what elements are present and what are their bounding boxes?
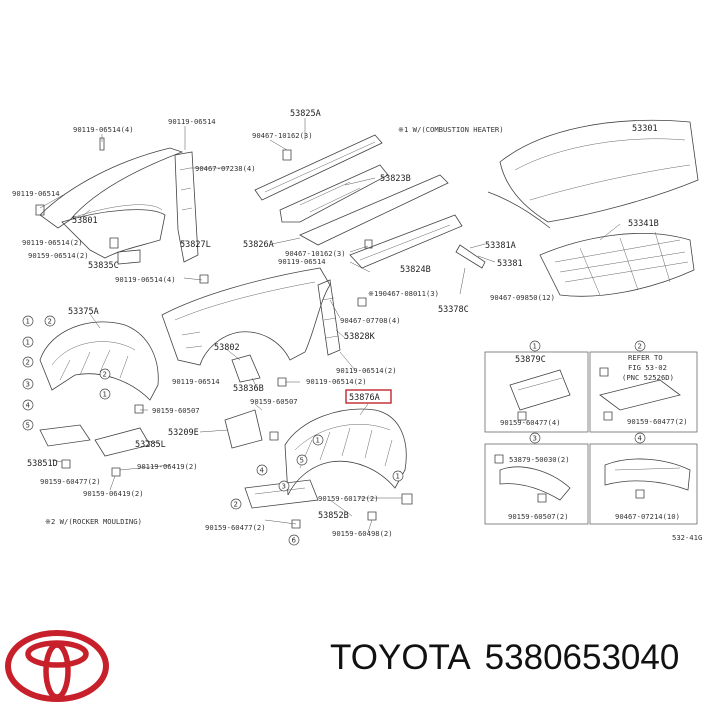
callout-label: 53879-50030(2) bbox=[509, 455, 570, 464]
callout-label: 53828K bbox=[344, 332, 376, 342]
callout-label: 90119-06514 bbox=[172, 377, 220, 386]
callout-label: 53341B bbox=[628, 219, 659, 229]
callout-label: 53375A bbox=[68, 307, 99, 317]
svg-text:5: 5 bbox=[26, 422, 30, 430]
svg-text:6: 6 bbox=[292, 537, 297, 545]
callout-label: 90119-06514(2) bbox=[336, 366, 397, 375]
callout-label: 90119-06514(4) bbox=[73, 125, 134, 134]
right-liner-group bbox=[224, 408, 413, 529]
svg-text:3: 3 bbox=[26, 381, 30, 389]
callout-label: 53824B bbox=[400, 265, 431, 275]
callout-label: 532-41G bbox=[672, 533, 702, 542]
callout-label: 90119-06514(2) bbox=[306, 377, 367, 386]
svg-text:4: 4 bbox=[260, 467, 265, 475]
callout-label: 53823B bbox=[380, 174, 411, 184]
svg-text:1: 1 bbox=[26, 339, 30, 347]
callout-label: 90159-60477(2) bbox=[40, 477, 101, 486]
callout-label: 53879C bbox=[515, 355, 546, 365]
callout-label: 90159-60477(2) bbox=[205, 523, 266, 532]
callout-label: 90467-07238(4) bbox=[195, 164, 256, 173]
svg-text:3: 3 bbox=[533, 435, 537, 443]
callout-label: ※1 W/(COMBUSTION HEATER) bbox=[398, 125, 504, 134]
front-fender-group bbox=[161, 267, 367, 387]
callout-label: 90159-06514(2) bbox=[28, 251, 89, 260]
svg-text:1: 1 bbox=[26, 318, 30, 326]
callout-label: 53381 bbox=[497, 259, 523, 269]
callout-label: 90159-60507 bbox=[250, 397, 298, 406]
callout-label: 53301 bbox=[632, 124, 658, 134]
brand-part-number: TOYOTA 5380653040 bbox=[330, 630, 715, 686]
callout-label: 90159-60507 bbox=[152, 406, 200, 415]
callout-label: 90119-06514 bbox=[168, 117, 216, 126]
part-highlight bbox=[345, 389, 392, 404]
part-number: 5380653040 bbox=[484, 638, 680, 677]
callout-label: 90119-06514(2) bbox=[22, 238, 83, 247]
detail-box-bottom-right bbox=[589, 443, 698, 525]
svg-text:4: 4 bbox=[26, 402, 31, 410]
svg-text:5: 5 bbox=[300, 457, 304, 465]
callout-label: 90119-06514 bbox=[12, 189, 60, 198]
callout-label: 53835C bbox=[88, 261, 119, 271]
callout-label: 53825A bbox=[290, 109, 321, 119]
callout-label: 53876A bbox=[349, 393, 380, 403]
svg-text:1: 1 bbox=[533, 343, 537, 351]
cowl-rail-group bbox=[254, 134, 463, 269]
brand-name: TOYOTA bbox=[330, 638, 471, 677]
svg-text:1: 1 bbox=[396, 473, 400, 481]
svg-text:4: 4 bbox=[638, 435, 643, 443]
svg-text:1: 1 bbox=[316, 437, 320, 445]
svg-text:2: 2 bbox=[48, 318, 52, 326]
callout-label: 90119-06514(4) bbox=[115, 275, 176, 284]
svg-text:2: 2 bbox=[234, 501, 238, 509]
callout-label: FIG 53-02 bbox=[628, 363, 667, 372]
toyota-logo bbox=[5, 630, 109, 702]
svg-text:1: 1 bbox=[103, 391, 107, 399]
callout-label: 53852B bbox=[318, 511, 349, 521]
callout-label: ※190467-08011(3) bbox=[368, 289, 439, 298]
callout-label: 53381A bbox=[485, 241, 516, 251]
callout-label: 53826A bbox=[243, 240, 274, 250]
callout-label: 53285L bbox=[135, 440, 166, 450]
callout-label: 90119-06419(2) bbox=[137, 462, 198, 471]
detail-box-top-right bbox=[589, 351, 698, 433]
callout-label: REFER TO bbox=[628, 353, 663, 362]
callout-label: 90467-07708(4) bbox=[340, 316, 401, 325]
callout-label: 90159-60172(2) bbox=[318, 494, 379, 503]
callout-label: 90159-60498(2) bbox=[332, 529, 393, 538]
callout-label: 53836B bbox=[233, 384, 264, 394]
callout-label: 53827L bbox=[180, 240, 211, 250]
fender-bracket-group bbox=[35, 137, 199, 265]
callout-label: 53801 bbox=[72, 216, 98, 226]
callout-label: 90159-06419(2) bbox=[83, 489, 144, 498]
callout-label: 53802 bbox=[214, 343, 240, 353]
callout-label: 90467-10162(3) bbox=[252, 131, 313, 140]
callout-label: 90467-09850(12) bbox=[490, 293, 555, 302]
svg-text:2: 2 bbox=[26, 359, 30, 367]
svg-text:2: 2 bbox=[103, 371, 107, 379]
left-liner-group bbox=[39, 321, 159, 477]
hood-group bbox=[455, 119, 699, 297]
detail-box-bottom-left bbox=[484, 443, 589, 525]
svg-text:2: 2 bbox=[638, 343, 642, 351]
detail-box-top-left bbox=[484, 351, 589, 433]
leader-lines bbox=[39, 118, 621, 533]
callout-label: 90159-60477(4) bbox=[500, 418, 561, 427]
callout-label: 53378C bbox=[438, 305, 469, 315]
callout-labels: 90119-06514(4) 90119-06514 53825A 90467-… bbox=[12, 109, 702, 542]
callout-label: (PNC 52526D) bbox=[622, 373, 674, 382]
callout-label: 90467-10162(3) bbox=[285, 249, 346, 258]
reference-circles: 1 2 1 2 3 4 5 2 1 2 4 3 5 1 6 1 1 2 3 4 bbox=[22, 315, 646, 546]
callout-label: 90119-06514 bbox=[278, 257, 326, 266]
callout-label: 90159-60507(2) bbox=[508, 512, 569, 521]
svg-text:3: 3 bbox=[282, 483, 286, 491]
callout-label: ※2 W/(ROCKER MOULDING) bbox=[45, 517, 142, 526]
callout-label: 90159-60477(2) bbox=[627, 417, 688, 426]
callout-label: 90467-07214(10) bbox=[615, 512, 680, 521]
callout-label: 53851D bbox=[27, 459, 58, 469]
callout-label: 53209E bbox=[168, 428, 199, 438]
